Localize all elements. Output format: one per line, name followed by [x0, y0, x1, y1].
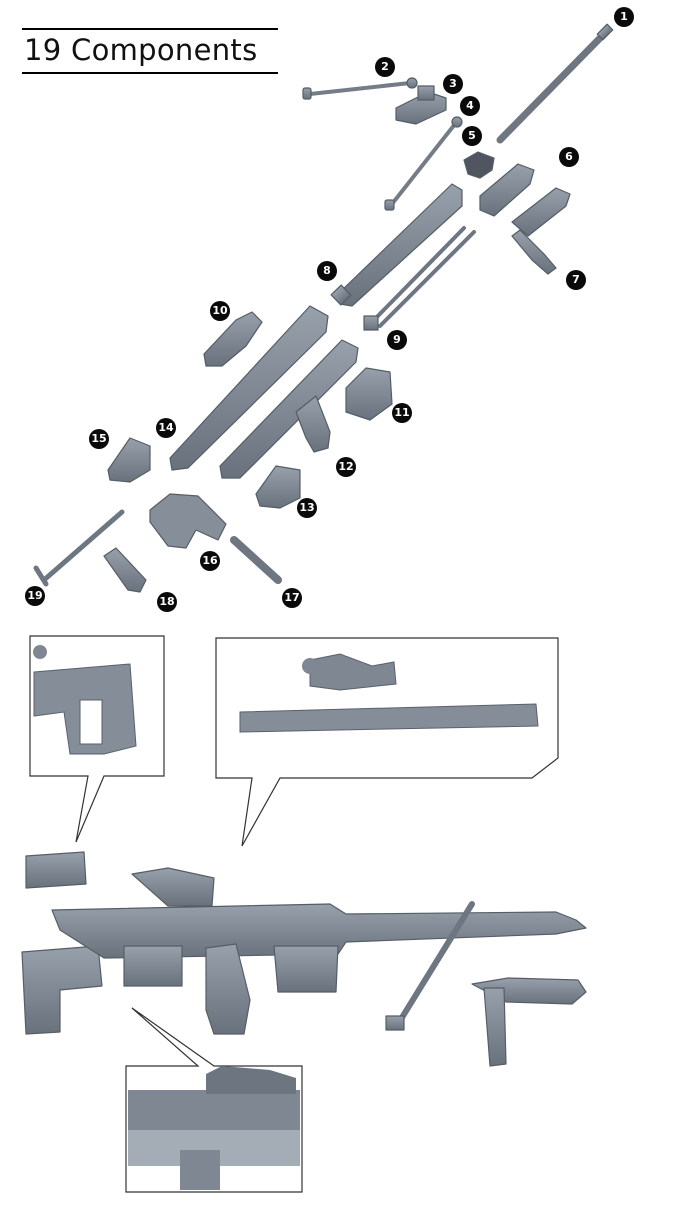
part-handguard: [330, 183, 463, 307]
callout-badge-9: 9: [387, 330, 407, 350]
detail-frame-stock: [29, 635, 165, 843]
callout-badge-15: 15: [89, 429, 109, 449]
callout-badge-13: 13: [297, 498, 317, 518]
part-bipod-leg: [302, 77, 418, 100]
callout-badge-6: 6: [559, 147, 579, 167]
title-bottom-rule: [22, 72, 278, 74]
part-rods: [370, 226, 476, 328]
part-monopod: [230, 536, 282, 584]
callout-badge-19: 19: [25, 586, 45, 606]
callout-badge-14: 14: [156, 418, 176, 438]
title-block: 19 Components: [22, 28, 278, 74]
callout-badge-10: 10: [210, 301, 230, 321]
part-magazine: [345, 367, 393, 421]
callout-badge-11: 11: [392, 403, 412, 423]
callout-badge-17: 17: [282, 588, 302, 608]
callout-badge-18: 18: [157, 592, 177, 612]
callout-badge-1: 1: [614, 7, 634, 27]
title-top-rule: [22, 28, 278, 30]
callout-badge-2: 2: [375, 57, 395, 77]
callout-badge-12: 12: [336, 457, 356, 477]
exploded-parts: [33, 23, 614, 593]
part-muzzle-cap: [463, 151, 495, 179]
callout-badge-16: 16: [200, 551, 220, 571]
part-cheek-rest: [107, 437, 151, 483]
assembled-rifle: [21, 851, 587, 1067]
callout-badge-5: 5: [462, 126, 482, 146]
part-magazine-2: [255, 465, 301, 509]
part-barrel: [496, 23, 614, 144]
detail-frame-receiver: [125, 1007, 303, 1193]
part-foregrip-flashlight: [511, 187, 571, 275]
detail-frame-scope: [215, 637, 559, 847]
page-title: 19 Components: [24, 33, 258, 67]
part-stock-bar: [33, 509, 125, 587]
part-rod-end: [363, 315, 379, 331]
callout-badge-3: 3: [443, 74, 463, 94]
callout-badge-8: 8: [317, 261, 337, 281]
part-bipod-mount: [395, 85, 447, 125]
part-upper-receiver: [169, 305, 329, 471]
callout-badge-4: 4: [460, 96, 480, 116]
part-lower-receiver: [219, 339, 359, 479]
callout-badge-7: 7: [566, 270, 586, 290]
part-scope: [203, 311, 263, 367]
part-bipod-leg-2: [384, 116, 463, 211]
part-rail-block: [479, 163, 535, 217]
part-butt-pad: [103, 547, 147, 593]
part-stock-frame: [149, 493, 227, 549]
